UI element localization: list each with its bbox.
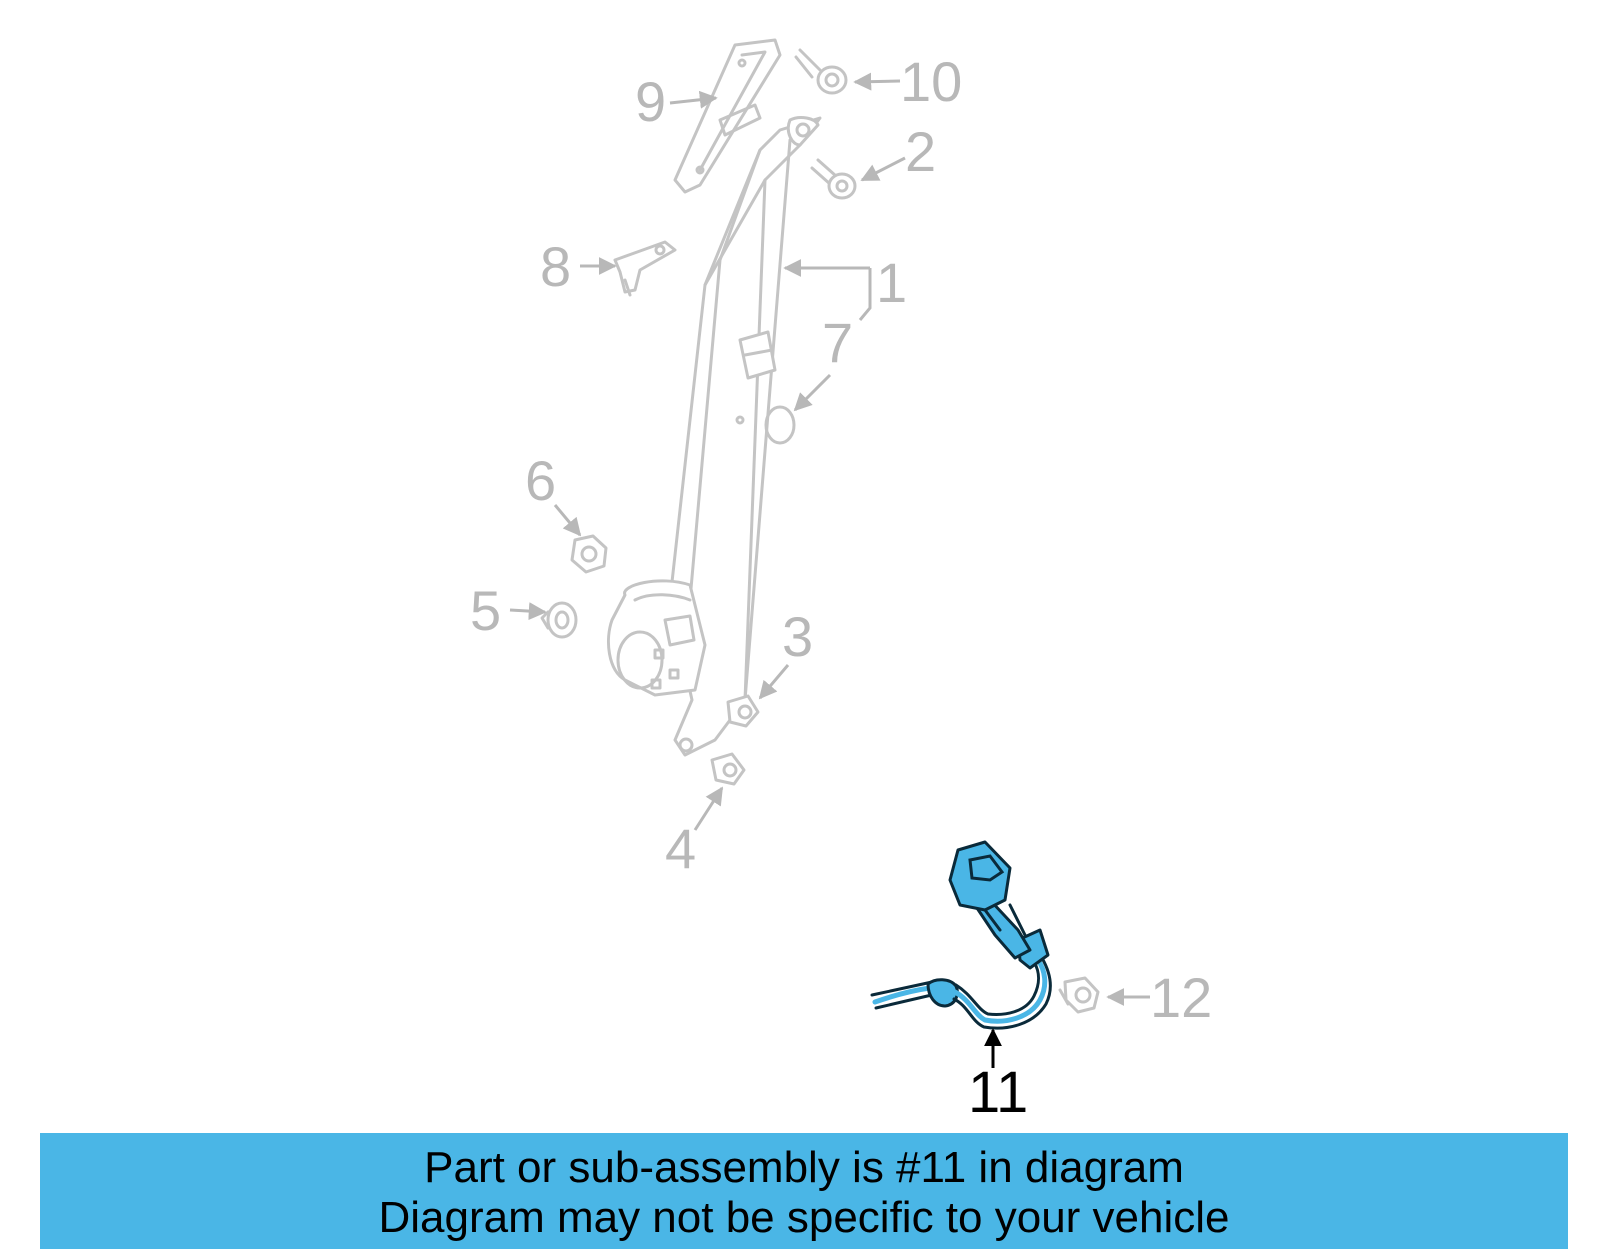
banner-line-2: Diagram may not be specific to your vehi… bbox=[378, 1193, 1230, 1242]
callout-10: 10 bbox=[900, 50, 962, 113]
callout-1: 1 bbox=[876, 251, 907, 314]
callout-11: 11 bbox=[968, 1060, 1028, 1125]
callout-9: 9 bbox=[635, 70, 666, 133]
part-6-nut bbox=[570, 534, 608, 574]
callout-12: 12 bbox=[1150, 966, 1212, 1029]
info-banner: Part or sub-assembly is #11 in diagram D… bbox=[40, 1133, 1568, 1249]
part-3-bolt bbox=[726, 694, 760, 728]
leader-lines bbox=[509, 72, 1150, 1006]
part-4-bolt bbox=[710, 752, 746, 786]
part-11-buckle-assembly bbox=[870, 840, 1052, 1030]
part-5-spacer bbox=[540, 601, 578, 639]
part-10-bolt bbox=[794, 48, 848, 95]
callout-5: 5 bbox=[470, 579, 501, 642]
callout-2: 2 bbox=[905, 120, 936, 183]
part-9-height-adjuster bbox=[673, 38, 782, 194]
part-2-bolt bbox=[810, 158, 857, 200]
callout-3: 3 bbox=[782, 605, 813, 668]
callout-7: 7 bbox=[822, 311, 853, 374]
part-1-belt-assembly bbox=[606, 116, 822, 757]
callout-6: 6 bbox=[525, 449, 556, 512]
callout-4: 4 bbox=[665, 817, 696, 880]
banner-line-1: Part or sub-assembly is #11 in diagram bbox=[424, 1143, 1184, 1192]
part-12-bolt bbox=[1058, 976, 1100, 1014]
part-7-ring bbox=[764, 405, 796, 445]
part-8-clip bbox=[613, 240, 677, 297]
callout-8: 8 bbox=[540, 235, 571, 298]
